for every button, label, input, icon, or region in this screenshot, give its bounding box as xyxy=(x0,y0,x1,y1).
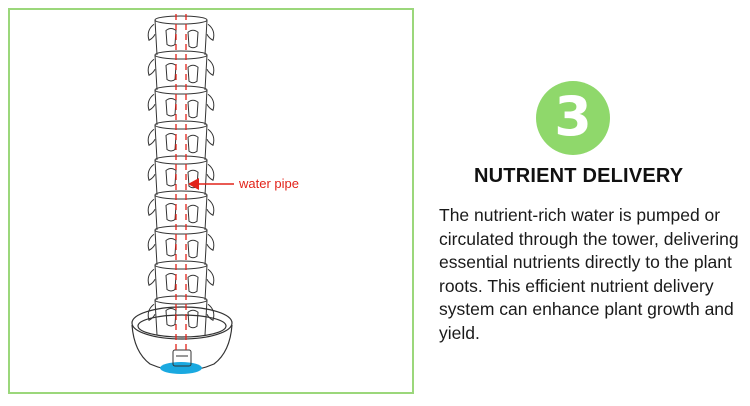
pipe-arrow xyxy=(188,178,234,190)
step-title: NUTRIENT DELIVERY xyxy=(474,165,684,187)
tower-illustration xyxy=(131,14,234,374)
reservoir-water xyxy=(160,362,202,374)
tower-module xyxy=(147,190,215,231)
step-number: 3 xyxy=(554,85,592,148)
step-badge: 3 xyxy=(536,81,610,155)
tower-module xyxy=(147,225,215,266)
tower-module xyxy=(147,260,215,301)
tower-module xyxy=(147,295,215,336)
tower-module xyxy=(147,155,215,196)
step-description: The nutrient-rich water is pumped or cir… xyxy=(439,205,739,343)
pump xyxy=(172,349,192,367)
water-pipe xyxy=(175,14,187,350)
tower-modules xyxy=(147,15,215,336)
water-pipe-label: water pipe xyxy=(239,176,299,191)
base-pot xyxy=(131,306,233,372)
tower-module xyxy=(147,85,215,126)
tower-module xyxy=(147,120,215,161)
tower-module xyxy=(147,50,215,91)
diagram-frame xyxy=(8,8,414,394)
tower-module xyxy=(147,15,215,56)
